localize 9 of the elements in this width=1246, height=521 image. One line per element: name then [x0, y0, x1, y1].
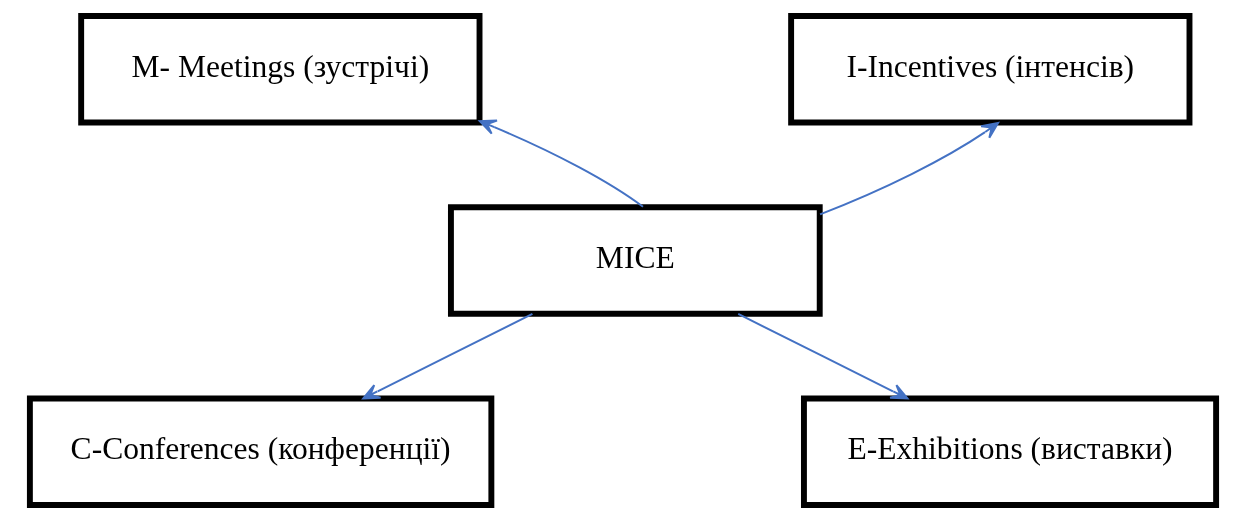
- node-box: M- Meetings (зустрічі): [78, 13, 483, 126]
- node-box: E-Exhibitions (виставки): [801, 395, 1220, 508]
- arrow: [362, 312, 534, 400]
- node-box: MICE: [447, 204, 823, 317]
- arrow: [819, 121, 1000, 216]
- arrow: [478, 119, 644, 208]
- node-box: C-Conferences (конференції): [26, 395, 495, 508]
- arrow: [737, 312, 909, 400]
- node-box: I-Incentives (інтенсів): [788, 13, 1193, 126]
